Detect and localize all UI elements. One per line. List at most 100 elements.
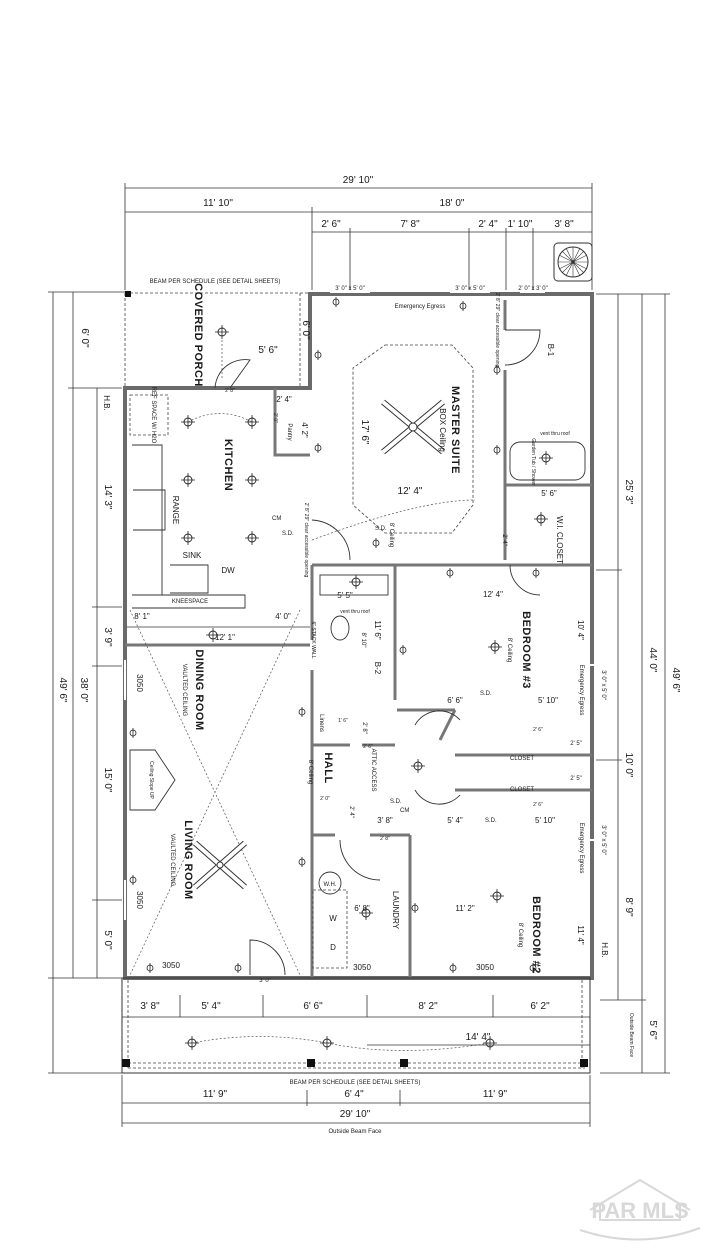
room-bedroom-2: BEDROOM #2 <box>530 896 542 974</box>
watermark-text: PAR MLS <box>591 1198 688 1223</box>
emergency-egress: Emergency Egress <box>395 304 446 310</box>
room-closet: CLOSET <box>510 756 534 762</box>
master-ceiling-note: BOX Ceiling <box>438 408 447 452</box>
dim: 2' 5" <box>570 776 582 782</box>
dim: 5' 5" <box>337 591 353 600</box>
ceiling-fan-icon <box>381 399 445 455</box>
ceiling-note: 8' Ceiling <box>307 760 313 785</box>
dim-left: 5' 0" <box>102 930 113 950</box>
garden-tub: Garden Tub / Shower <box>530 438 536 486</box>
porch-dim: 8' 2" <box>418 1001 438 1012</box>
water-heater: W.H. <box>324 882 337 888</box>
bottom-dim: 11' 9" <box>483 1089 508 1100</box>
room-closet: CLOSET <box>510 787 534 793</box>
room-covered-porch: COVERED PORCH <box>192 283 204 387</box>
room-living: LIVING ROOM <box>182 820 194 899</box>
room-dining: DINING ROOM <box>193 649 205 730</box>
bottom-dim: 11' 9" <box>203 1089 228 1100</box>
dim: 2' 4" <box>348 806 354 818</box>
dim: 6' 6" <box>447 696 463 705</box>
dim-porch-width: 11' 10" <box>203 198 233 209</box>
right-dimensions: 25' 3" 10' 0" 8' 9" 44' 0" 49' 6" 5' 6" … <box>596 293 681 1074</box>
dim-overall-depth-right: 49' 6" <box>670 668 681 693</box>
room-hall: HALL <box>322 752 334 783</box>
range: RANGE <box>171 496 180 524</box>
windows: 3' 0" x 5' 0" 3' 0" x 5' 0" 2' 0" x 3' 0… <box>124 286 606 984</box>
light-fixtures <box>180 324 554 1051</box>
dim: 2' 0" <box>320 796 330 802</box>
dim: 2' 8" <box>225 388 235 394</box>
dim-left: 6' 0" <box>79 328 90 348</box>
emergency-egress: Emergency Egress <box>578 665 584 716</box>
dim: 5' 6" <box>541 489 557 498</box>
front-door-label: 3' 0" <box>259 978 271 984</box>
doors <box>214 329 541 976</box>
dim: 2' 8" <box>361 722 367 734</box>
fixture-labels: REF SPACE W/ H2O RANGE SINK DW KNEESPACE… <box>148 293 584 952</box>
room-kitchen: KITCHEN <box>222 439 234 491</box>
hose-bib-label: H.B. <box>600 942 609 958</box>
smoke-detector: S.D. <box>282 531 294 537</box>
dim: 2' 4" <box>501 534 507 546</box>
stack-wall: 6" STACK WALL <box>310 621 316 658</box>
dim: 2' 6" <box>533 727 543 733</box>
dim: 3' 8" <box>377 816 393 825</box>
ceiling-note: 8' Ceiling <box>506 638 512 663</box>
interior-dimensions: 5' 6" 6' 0" 2' 8" 2' 4" 4' 2" 2' 0" 17' … <box>127 320 585 945</box>
dim: 4' 2" <box>300 422 309 438</box>
beam-label-top: BEAM PER SCHEDULE (SEE DETAIL SHEETS) <box>150 279 281 285</box>
window-label: 3' 0" x 5' 0" <box>335 286 365 292</box>
hose-bib-label: H.B. <box>102 395 111 411</box>
room-master-suite: MASTER SUITE <box>449 386 461 474</box>
ceiling-slope: Ceiling Slope UP <box>148 761 154 799</box>
dim: 6' 8" <box>354 904 370 913</box>
bath-1-label: B-1 <box>546 344 555 357</box>
vent-note: vent thru roof <box>340 609 370 615</box>
bottom-dimensions: 11' 9" 6' 4" 11' 9" 29' 10" Outside Beam… <box>121 1075 591 1135</box>
dim: 5' 10" <box>538 696 558 705</box>
dim-house-width: 18' 0" <box>440 198 465 209</box>
room-pantry: Pantry <box>286 423 292 440</box>
window-label: 3050 <box>135 891 144 909</box>
top-dimensions: 29' 10" 11' 10" 18' 0" 2' 6" 7' 8" 2' 4"… <box>124 175 593 290</box>
dim: 2' 0" <box>272 413 278 423</box>
attic-access: ATTIC ACCESS <box>370 749 376 792</box>
room-wi-closet: W.I. CLOSET <box>555 516 564 564</box>
emergency-egress: Emergency Egress <box>578 823 584 874</box>
porch-dim: 6' 2" <box>530 1001 550 1012</box>
window-label: 3' 0" x 5' 0" <box>600 825 606 855</box>
ceiling-note: 8' Ceiling <box>517 923 523 948</box>
window-label: 3050 <box>135 674 144 692</box>
carbon-monoxide: CM <box>400 808 409 814</box>
dim-left: 15' 0" <box>102 768 113 793</box>
carbon-monoxide: CM <box>272 516 281 522</box>
dim: 5' 4" <box>447 816 463 825</box>
dim: 2' 6" <box>363 744 373 750</box>
dim-segment: 2' 6" <box>321 219 341 230</box>
dishwasher: DW <box>221 566 235 575</box>
front-porch: 3' 8" 5' 4" 6' 6" 8' 2" 6' 2" 14' 4" BEA… <box>121 977 591 1086</box>
mls-watermark-logo: PAR MLS <box>579 1178 701 1241</box>
dim: 8' 10" <box>360 633 366 648</box>
dim-segment: 1' 10" <box>508 219 533 230</box>
exhaust-fan-icon <box>553 242 593 282</box>
dim-right: 25' 3" <box>623 480 634 505</box>
dim-segment: 2' 4" <box>478 219 498 230</box>
dim: 2' 6" <box>533 802 543 808</box>
dim-right: 8' 9" <box>623 897 634 917</box>
dim-overall-depth: 49' 6" <box>57 678 68 703</box>
window-label: 2' 0" x 3' 0" <box>518 286 548 292</box>
dining-ceiling-note: VAULTED CEILING <box>181 664 187 717</box>
dim: 6' 0" <box>300 320 311 340</box>
dim: 2' 4" <box>276 395 292 404</box>
dim: 12' 4" <box>483 590 503 599</box>
dim: 10' 4" <box>576 620 585 640</box>
window-label: 3' 0" x 5' 0" <box>455 286 485 292</box>
dim: 11' 6" <box>373 620 382 640</box>
dim: 12' 4" <box>398 486 423 497</box>
dim: 8' 1" <box>134 612 150 621</box>
dim-left: 3' 9" <box>102 627 113 647</box>
ref-space: REF SPACE W/ H2O <box>150 387 156 444</box>
porch-span-dim: 14' 4" <box>466 1032 491 1043</box>
dim: 2' 8" <box>380 836 390 842</box>
